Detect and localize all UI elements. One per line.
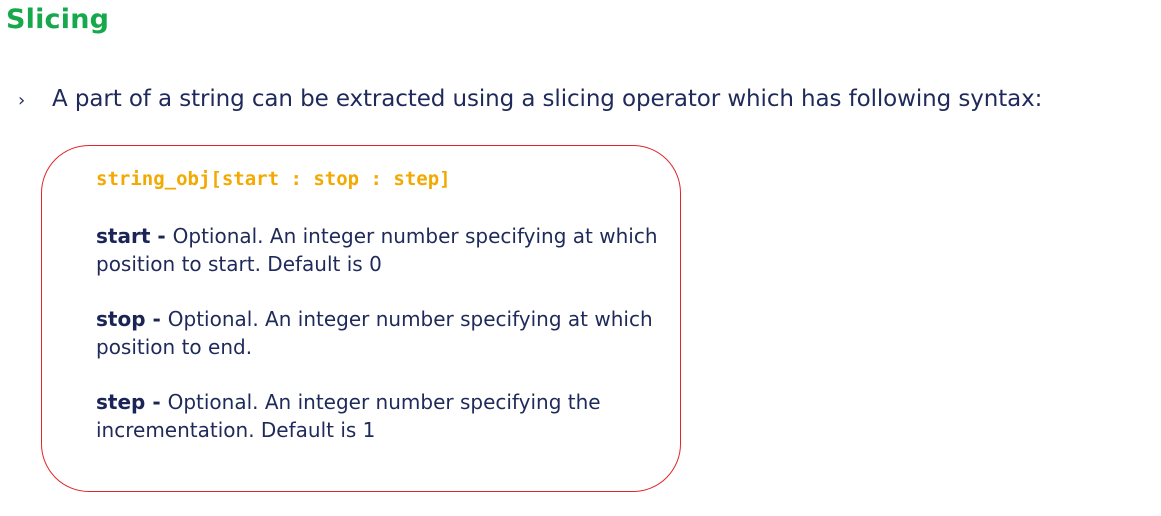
bullet-chevron-icon: ›: [18, 90, 26, 111]
param-name: step: [96, 390, 146, 414]
param-description: Optional. An integer number specifying a…: [96, 307, 653, 359]
param-separator: -: [145, 390, 168, 414]
param-step: step - Optional. An integer number speci…: [96, 388, 671, 444]
param-stop: stop - Optional. An integer number speci…: [96, 305, 671, 361]
bullet-text: A part of a string can be extracted usin…: [52, 86, 1043, 112]
param-description: Optional. An integer number specifying t…: [96, 390, 601, 442]
param-separator: -: [150, 224, 173, 248]
syntax-box: [41, 145, 681, 492]
param-separator: -: [145, 307, 168, 331]
param-start: start - Optional. An integer number spec…: [96, 222, 671, 278]
param-name: stop: [96, 307, 146, 331]
bullet-item: › A part of a string can be extracted us…: [18, 86, 1042, 112]
syntax-code: string_obj[start : stop : step]: [96, 168, 451, 190]
slide-title: Slicing: [6, 4, 110, 35]
param-description: Optional. An integer number specifying a…: [96, 224, 658, 276]
param-name: start: [96, 224, 151, 248]
